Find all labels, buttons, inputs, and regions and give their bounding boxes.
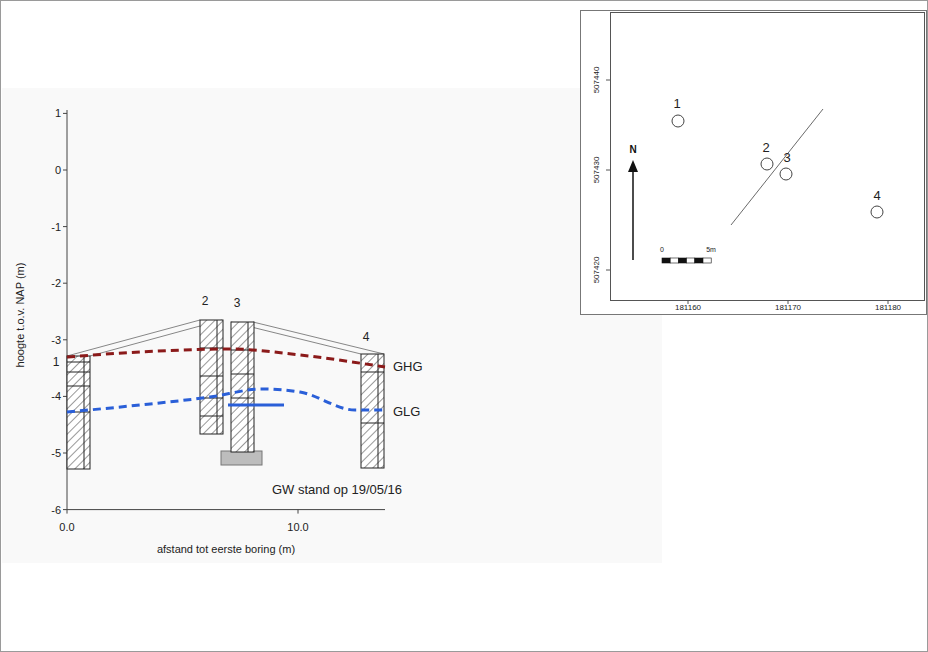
tick-label: -1 [51,221,61,233]
drawing-stroke [200,376,223,377]
drawing-stroke [200,416,223,417]
coordinate-label: 507440 [593,67,602,94]
drawing-stroke [361,372,384,373]
drawing-stroke [217,320,218,434]
tick-label: -6 [51,504,61,516]
drawing-stroke [761,158,773,170]
drawing-stroke [703,258,711,263]
scale-label: 5m [706,246,716,254]
drawing-stroke [662,258,670,263]
drawing-stroke [200,320,223,434]
axis-title: hoogte t.o.v. NAP (m) [14,263,26,368]
tick-label: 0.0 [59,521,74,533]
borehole-number: 4 [873,189,880,203]
drawing-stroke [67,386,90,387]
drawing-stroke [361,423,384,424]
drawing-stroke [606,270,610,271]
axis-title: afstand tot eerste boring (m) [157,543,295,555]
drawing-stroke [67,510,68,514]
borehole-number: 2 [202,295,209,308]
drawing-stroke [63,170,67,171]
drawing-stroke [670,258,678,263]
drawing-stroke [228,404,284,407]
tick-label: -2 [51,277,61,289]
tick-label: 1 [55,107,61,119]
drawing-stroke [67,320,200,356]
drawing-stroke [672,115,684,127]
coordinate-label: 507430 [593,157,602,184]
north-label: N [629,144,636,155]
drawing-stroke [253,322,384,354]
tick-label: 10.0 [287,521,308,533]
coordinate-label: 181170 [775,304,801,313]
drawing-stroke [731,109,823,225]
coordinate-label: 507420 [593,257,602,284]
borehole-number: 2 [762,141,769,155]
drawing-stroke [780,168,792,180]
scale-label: 0 [660,246,664,254]
drawing-stroke [67,362,90,363]
borehole-number: 1 [673,97,680,111]
drawing-stroke [248,322,249,452]
drawing-stroke [63,453,67,454]
drawing-stroke [298,510,299,514]
drawing-stroke [231,374,254,375]
drawing-stroke [231,322,254,452]
drawing-stroke [63,226,67,227]
drawing-stroke [63,339,67,340]
drawing-stroke [581,11,927,315]
drawing-stroke [231,398,254,399]
borehole-number: 4 [363,331,370,344]
drawing-stroke [687,258,695,263]
drawing-stroke [63,283,67,284]
drawing-stroke [63,396,67,397]
drawing-stroke [67,509,385,510]
borehole-number: 3 [783,151,790,165]
drawing-stroke [221,451,262,465]
coordinate-label: 181160 [675,304,701,313]
borehole-number: 1 [53,356,60,369]
tick-label: 0 [55,164,61,176]
drawing-stroke [606,80,610,81]
drawing-stroke [63,113,67,114]
drawing-stroke [871,206,883,218]
tick-label: -4 [51,390,61,402]
drawing-stroke [67,372,90,373]
drawing-stroke [695,258,703,263]
drawing-stroke [67,389,385,412]
level-label: GLG [393,405,420,419]
drawing-stroke [63,509,67,510]
tick-label: -3 [51,334,61,346]
note-label: GW stand op 19/05/16 [272,483,402,497]
drawing-stroke [2,88,662,563]
drawing-stroke [678,258,686,263]
drawing-stroke [628,160,638,172]
drawing-stroke [67,349,385,367]
tick-label: -5 [51,447,61,459]
drawing-stroke [611,13,925,301]
borehole-number: 3 [234,297,241,310]
drawing-stroke [632,170,634,260]
level-label: GHG [393,360,423,374]
drawing-stroke [606,170,610,171]
coordinate-label: 181180 [875,304,901,313]
